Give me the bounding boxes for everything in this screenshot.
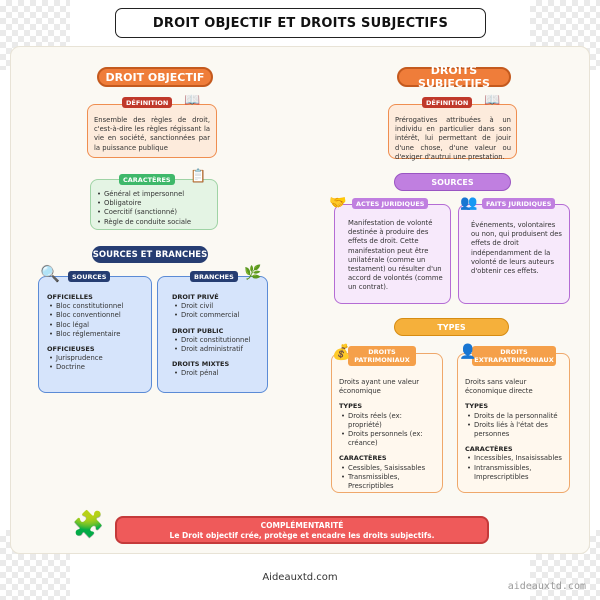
list-item: Règle de conduite sociale — [95, 218, 213, 227]
definition-tag-left: DÉFINITION — [122, 97, 173, 108]
extrapatrimoniaux-tag: DROITS EXTRAPATRIMONIAUX — [472, 346, 556, 366]
caracteres-list: Général et impersonnel Obligatoire Coerc… — [95, 190, 213, 227]
handshake-icon: 🤝 — [329, 195, 347, 211]
list-item: Droit administratif — [172, 345, 261, 354]
people-icon: 👥 — [460, 195, 478, 211]
complementarite-banner: COMPLÉMENTARITÉ Le Droit objectif crée, … — [115, 516, 489, 544]
book-icon: 📖 — [184, 93, 201, 108]
list-item: Intransmissibles, Imprescriptibles — [465, 464, 564, 482]
list-item: Droits liés à l'état des personnes — [465, 421, 564, 439]
list-item: Bloc conventionnel — [47, 311, 145, 320]
list-item: Obligatoire — [95, 199, 213, 208]
faits-tag: FAITS JURIDIQUES — [482, 198, 556, 209]
extrapatrimoniaux-tag-line1: DROITS — [500, 348, 528, 356]
patrimoniaux-card: Droits ayant une valeur économique TYPES… — [331, 353, 443, 493]
definition-text-left: Ensemble des règles de droit, c'est-à-di… — [94, 116, 210, 152]
droits-subjectifs-header: DROITS SUBJECTIFS — [397, 64, 511, 90]
list-item: Droits de la personnalité — [465, 412, 564, 421]
extrapatrimoniaux-types-list: Droits de la personnalité Droits liés à … — [465, 412, 564, 440]
prive-title: DROIT PRIVÉ — [172, 293, 219, 301]
actes-text: Manifestation de volonté destinée à prod… — [348, 219, 443, 292]
mixtes-list: Droit pénal — [172, 369, 261, 378]
extrapatrimoniaux-types-title: TYPES — [465, 402, 489, 411]
list-item: Droit pénal — [172, 369, 261, 378]
list-item: Jurisprudence — [47, 354, 145, 363]
list-item: Droit constitutionnel — [172, 336, 261, 345]
extrapatrimoniaux-card: Droits sans valeur économique directe TY… — [457, 353, 570, 493]
list-item: Droits réels (ex: propriété) — [339, 412, 436, 430]
complementarite-title: COMPLÉMENTARITÉ — [260, 521, 344, 530]
officieuses-title: OFFICIEUSES — [47, 345, 95, 354]
extrapatrimoniaux-tag-line2: EXTRAPATRIMONIAUX — [474, 356, 554, 364]
list-item: Transmissibles, Prescriptibles — [339, 473, 436, 491]
definition-tag-right: DÉFINITION — [422, 97, 473, 108]
magnifier-document-icon: 🔍 — [40, 264, 60, 283]
checklist-icon: 📋 — [190, 169, 207, 184]
list-item: Bloc légal — [47, 321, 145, 330]
droit-objectif-header: DROIT OBJECTIF — [97, 67, 213, 87]
actes-tag: ACTES JURIDIQUES — [352, 198, 429, 209]
sources-branches-header: SOURCES ET BRANCHES — [92, 246, 208, 263]
definition-card-right: Prérogatives attribuées à un individu en… — [388, 104, 517, 161]
list-item: Doctrine — [47, 363, 145, 372]
caracteres-card: Général et impersonnel Obligatoire Coerc… — [90, 179, 218, 230]
list-item: Cessibles, Saisissables — [339, 464, 436, 473]
patrimoniaux-types-list: Droits réels (ex: propriété) Droits pers… — [339, 412, 436, 449]
types-header: TYPES — [394, 318, 509, 336]
extrapatrimoniaux-desc: Droits sans valeur économique directe — [465, 378, 533, 396]
public-title: DROIT PUBLIC — [172, 326, 224, 335]
puzzle-icon: 🧩 — [72, 510, 105, 540]
prive-list: Droit civil Droit commercial — [172, 302, 261, 321]
patrimoniaux-tag-line2: PATRIMONIAUX — [354, 356, 410, 364]
list-item: Bloc réglementaire — [47, 330, 145, 339]
watermark: aideauxtd.com — [507, 581, 586, 592]
patrimoniaux-tag: DROITS PATRIMONIAUX — [348, 346, 416, 366]
patrimoniaux-types-title: TYPES — [339, 402, 363, 411]
complementarite-text: Le Droit objectif crée, protège et encad… — [169, 531, 435, 540]
list-item: Coercitif (sanctionné) — [95, 208, 213, 217]
actes-card: Manifestation de volonté destinée à prod… — [334, 204, 451, 304]
public-list: Droit constitutionnel Droit administrati… — [172, 336, 261, 355]
extrapatrimoniaux-caracteres-list: Incessibles, Insaisissables Intransmissi… — [465, 454, 564, 482]
person-icon: 👤 — [459, 344, 477, 360]
faits-card: Événements, volontaires ou non, qui prod… — [458, 204, 570, 304]
extrapatrimoniaux-caracteres-title: CARACTÈRES — [465, 445, 513, 454]
branch-icon: 🌿 — [244, 265, 262, 281]
officielles-list: Bloc constitutionnel Bloc conventionnel … — [47, 302, 145, 339]
money-bag-icon: 💰 — [332, 343, 351, 361]
faits-text: Événements, volontaires ou non, qui prod… — [471, 221, 562, 276]
page-title: DROIT OBJECTIF ET DROITS SUBJECTIFS — [115, 8, 486, 38]
site-name: Aideauxtd.com — [262, 572, 338, 583]
officielles-title: OFFICIELLES — [47, 293, 93, 301]
sources-header-right: SOURCES — [394, 173, 511, 191]
patrimoniaux-desc: Droits ayant une valeur économique — [339, 378, 420, 396]
book-icon: 📖 — [484, 93, 501, 108]
branches-tag: BRANCHES — [190, 271, 238, 282]
sources-card: OFFICIELLES Bloc constitutionnel Bloc co… — [38, 276, 152, 393]
mixtes-title: DROITS MIXTES — [172, 360, 230, 369]
list-item: Bloc constitutionnel — [47, 302, 145, 311]
patrimoniaux-caracteres-list: Cessibles, Saisissables Transmissibles, … — [339, 464, 436, 492]
caracteres-tag: CARACTÈRES — [119, 174, 175, 185]
officieuses-list: Jurisprudence Doctrine — [47, 354, 145, 373]
list-item: Droit civil — [172, 302, 261, 311]
patrimoniaux-caracteres-title: CARACTÈRES — [339, 454, 387, 463]
definition-card-left: Ensemble des règles de droit, c'est-à-di… — [87, 104, 217, 158]
list-item: Général et impersonnel — [95, 190, 213, 199]
branches-card: DROIT PRIVÉ Droit civil Droit commercial… — [157, 276, 268, 393]
list-item: Droits personnels (ex: créance) — [339, 430, 436, 448]
definition-text-right: Prérogatives attribuées à un individu en… — [395, 116, 511, 161]
list-item: Droit commercial — [172, 311, 261, 320]
list-item: Incessibles, Insaisissables — [465, 454, 564, 463]
patrimoniaux-tag-line1: DROITS — [368, 348, 396, 356]
sources-tag: SOURCES — [68, 271, 111, 282]
